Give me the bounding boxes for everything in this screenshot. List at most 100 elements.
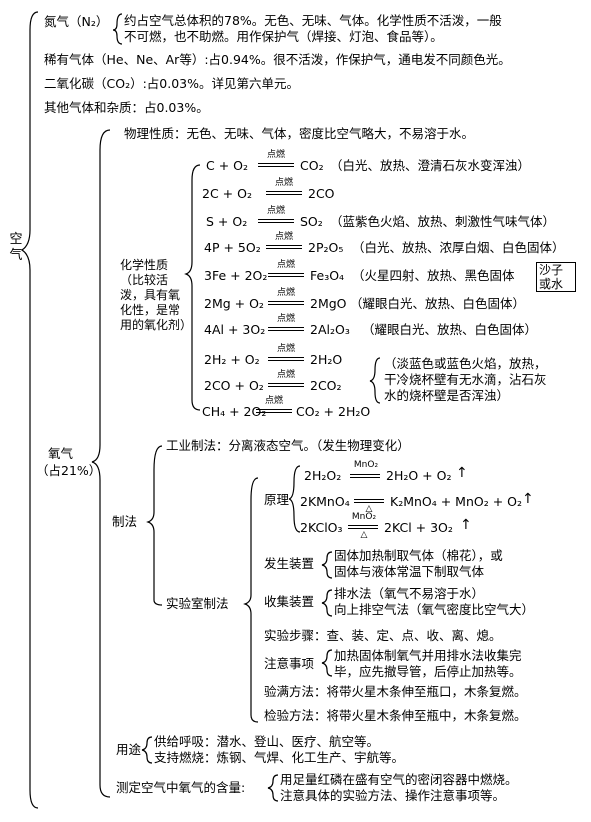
reaction-rhs: 2H₂O <box>310 352 343 367</box>
principle-label: 原理 <box>264 492 290 507</box>
principle-lhs: 2KMnO₄ <box>300 494 350 509</box>
flame-note-line3: 水的烧杯壁是否浑浊） <box>384 388 510 403</box>
apparatus-label: 发生装置 <box>264 556 315 571</box>
use-combustion: 支持燃烧：炼钢、气焊、化工生产、宇航等。 <box>154 750 405 765</box>
reaction-lhs: 4P + 5O₂ <box>204 240 261 255</box>
reaction-lhs: 2H₂ + O₂ <box>204 352 260 367</box>
heat-symbol-icon: △ <box>360 530 368 540</box>
nitrogen-desc-line2: 不可燃，也不助燃。用作保护气（焊接、灯泡、食品等）。 <box>124 29 443 44</box>
reaction-lhs: 3Fe + 2O₂ <box>204 268 268 283</box>
reaction-condition: 点燃 <box>266 206 285 216</box>
reaction-rhs: 2MgO <box>310 296 347 311</box>
principle-catalyst: MnO₂ <box>351 512 377 522</box>
equals-sign <box>256 409 292 413</box>
reaction-note: （耀眼白光、放热、白色固体） <box>362 322 538 337</box>
reaction-lhs: 2Mg + O₂ <box>204 296 264 311</box>
reaction-note: （火星四射、放热、黑色固体 <box>352 268 515 283</box>
reaction-condition: 点燃 <box>276 370 295 380</box>
uses-label: 用途 <box>116 742 142 757</box>
reaction-note: （蓝紫色火焰、放热、刺激性气味气体） <box>330 214 556 229</box>
reaction-rhs: CO₂ <box>300 158 324 173</box>
apparatus-line1: 固体加热制取气体（棉花），或 <box>334 548 503 563</box>
measure-line1: 用足量红磷在盛有空气的密闭容器中燃烧。 <box>280 772 518 787</box>
equals-sign <box>266 191 302 195</box>
reaction-note: （白光、放热、浓厚白烟、白色固体） <box>352 240 565 255</box>
reaction-note: （白光、放热、澄清石灰水变浑浊） <box>330 158 531 173</box>
reaction-rhs: 2P₂O₅ <box>308 240 344 255</box>
equals-sign <box>268 357 304 361</box>
reaction-rhs: Fe₃O₄ <box>310 268 345 283</box>
reaction-rhs: 2Al₂O₃ <box>310 322 350 337</box>
principle-rhs: 2H₂O + O₂ <box>386 468 452 483</box>
lab-method-label: 实验室制法 <box>166 596 229 611</box>
reaction-condition: 点燃 <box>266 150 285 160</box>
reaction-condition: 点燃 <box>274 232 293 242</box>
equals-sign <box>348 525 378 529</box>
reaction-condition: 点燃 <box>264 396 283 406</box>
nitrogen-heading: 氮气（N₂） <box>44 14 109 29</box>
flame-note-line1: （淡蓝色或蓝色火焰，放热， <box>384 356 547 371</box>
gas-up-arrow-icon: ↑ <box>522 491 534 507</box>
reaction-note: （耀眼白光、放热、白色固体） <box>350 296 526 311</box>
reaction-lhs: C + O₂ <box>206 158 248 173</box>
measure-label: 测定空气中氧气的含量: <box>116 780 246 795</box>
oxygen-label: 氧气 <box>48 446 74 461</box>
reaction-condition: 点燃 <box>274 178 293 188</box>
reaction-lhs: 4Al + 3O₂ <box>204 322 266 337</box>
heat-symbol-icon: △ <box>365 504 373 514</box>
experiment-steps: 实验步骤：查、装、定、点、收、离、熄。 <box>264 628 502 643</box>
equals-sign <box>354 499 384 503</box>
industrial-method: 工业制法：分离液态空气。（发生物理变化） <box>166 438 410 453</box>
use-breathing: 供给呼吸：潜水、登山、医疗、航空等。 <box>154 734 380 749</box>
principle-lhs: 2KClO₃ <box>300 520 343 535</box>
reaction-condition: 点燃 <box>276 344 295 354</box>
reaction-condition: 点燃 <box>276 260 295 270</box>
test-method: 检验方法：将带火星木条伸至瓶中，木条复燃。 <box>264 708 527 723</box>
reaction-rhs: 2CO <box>308 186 335 201</box>
collect-line2: 向上排空气法（氧气密度比空气大） <box>334 602 535 617</box>
root-label: 空 气 <box>9 232 23 263</box>
equals-sign <box>350 474 380 478</box>
reaction-condition: 点燃 <box>276 314 295 324</box>
sand-water-box: 沙子或水 <box>536 262 576 292</box>
chemical-label: 化学性质（比较活泼，具有氧化性，是常用的氧化剂） <box>120 258 193 332</box>
gas-up-arrow-icon: ↑ <box>456 465 468 481</box>
collect-label: 收集装置 <box>264 594 315 609</box>
reaction-rhs: SO₂ <box>300 214 323 229</box>
equals-sign <box>268 383 304 387</box>
principle-catalyst: MnO₂ <box>353 460 379 470</box>
equals-sign <box>266 245 302 249</box>
physical-properties: 物理性质：无色、无味、气体，密度比空气略大，不易溶于水。 <box>124 126 475 141</box>
equals-sign <box>268 327 304 331</box>
notes-line2: 毕，应先撤导管，后停止加热等。 <box>334 664 522 679</box>
principle-lhs: 2H₂O₂ <box>304 468 342 483</box>
noble-gas-line: 稀有气体（He、Ne、Ar等）:占0.94%。很不活泼，作保护气，通电发不同颜色… <box>44 52 511 67</box>
reaction-lhs: 2C + O₂ <box>202 186 252 201</box>
equals-sign <box>268 273 304 277</box>
equals-sign <box>258 219 294 223</box>
gas-up-arrow-icon: ↑ <box>460 517 472 533</box>
nitrogen-desc-line1: 约占空气总体积的78%。无色、无味、气体。化学性质不活泼，一般 <box>124 13 502 28</box>
notes-label: 注意事项 <box>264 656 315 671</box>
notes-line1: 加热固体制氧气并用排水法收集完 <box>334 648 522 663</box>
reaction-condition: 点燃 <box>276 288 295 298</box>
oxygen-share: （占21%） <box>36 463 102 478</box>
collect-line1: 排水法（氧气不易溶于水） <box>334 586 485 601</box>
principle-rhs: K₂MnO₄ + MnO₂ + O₂ <box>390 494 523 509</box>
equals-sign <box>268 301 304 305</box>
reaction-lhs: S + O₂ <box>206 214 248 229</box>
other-gas-line: 其他气体和杂质：占0.03%。 <box>44 100 209 115</box>
flame-note-line2: 干冷烧杯壁有无水滴，沾石灰 <box>384 372 547 387</box>
prep-label: 制法 <box>112 514 138 529</box>
apparatus-line2: 固体与液体常温下制取气体 <box>334 564 485 579</box>
reaction-rhs: 2CO₂ <box>310 378 342 393</box>
equals-sign <box>258 163 294 167</box>
reaction-rhs: CO₂ + 2H₂O <box>296 404 371 419</box>
co2-line: 二氧化碳（CO₂）:占0.03%。详见第六单元。 <box>44 76 299 91</box>
measure-line2: 注意具体的实验方法、操作注意事项等。 <box>280 788 506 803</box>
principle-rhs: 2KCl + 3O₂ <box>384 520 453 535</box>
reaction-lhs: CH₄ + 2O₂ <box>202 404 267 419</box>
full-check-method: 验满方法：将带火星木条伸至瓶口，木条复燃。 <box>264 684 527 699</box>
reaction-lhs: 2CO + O₂ <box>204 378 264 393</box>
